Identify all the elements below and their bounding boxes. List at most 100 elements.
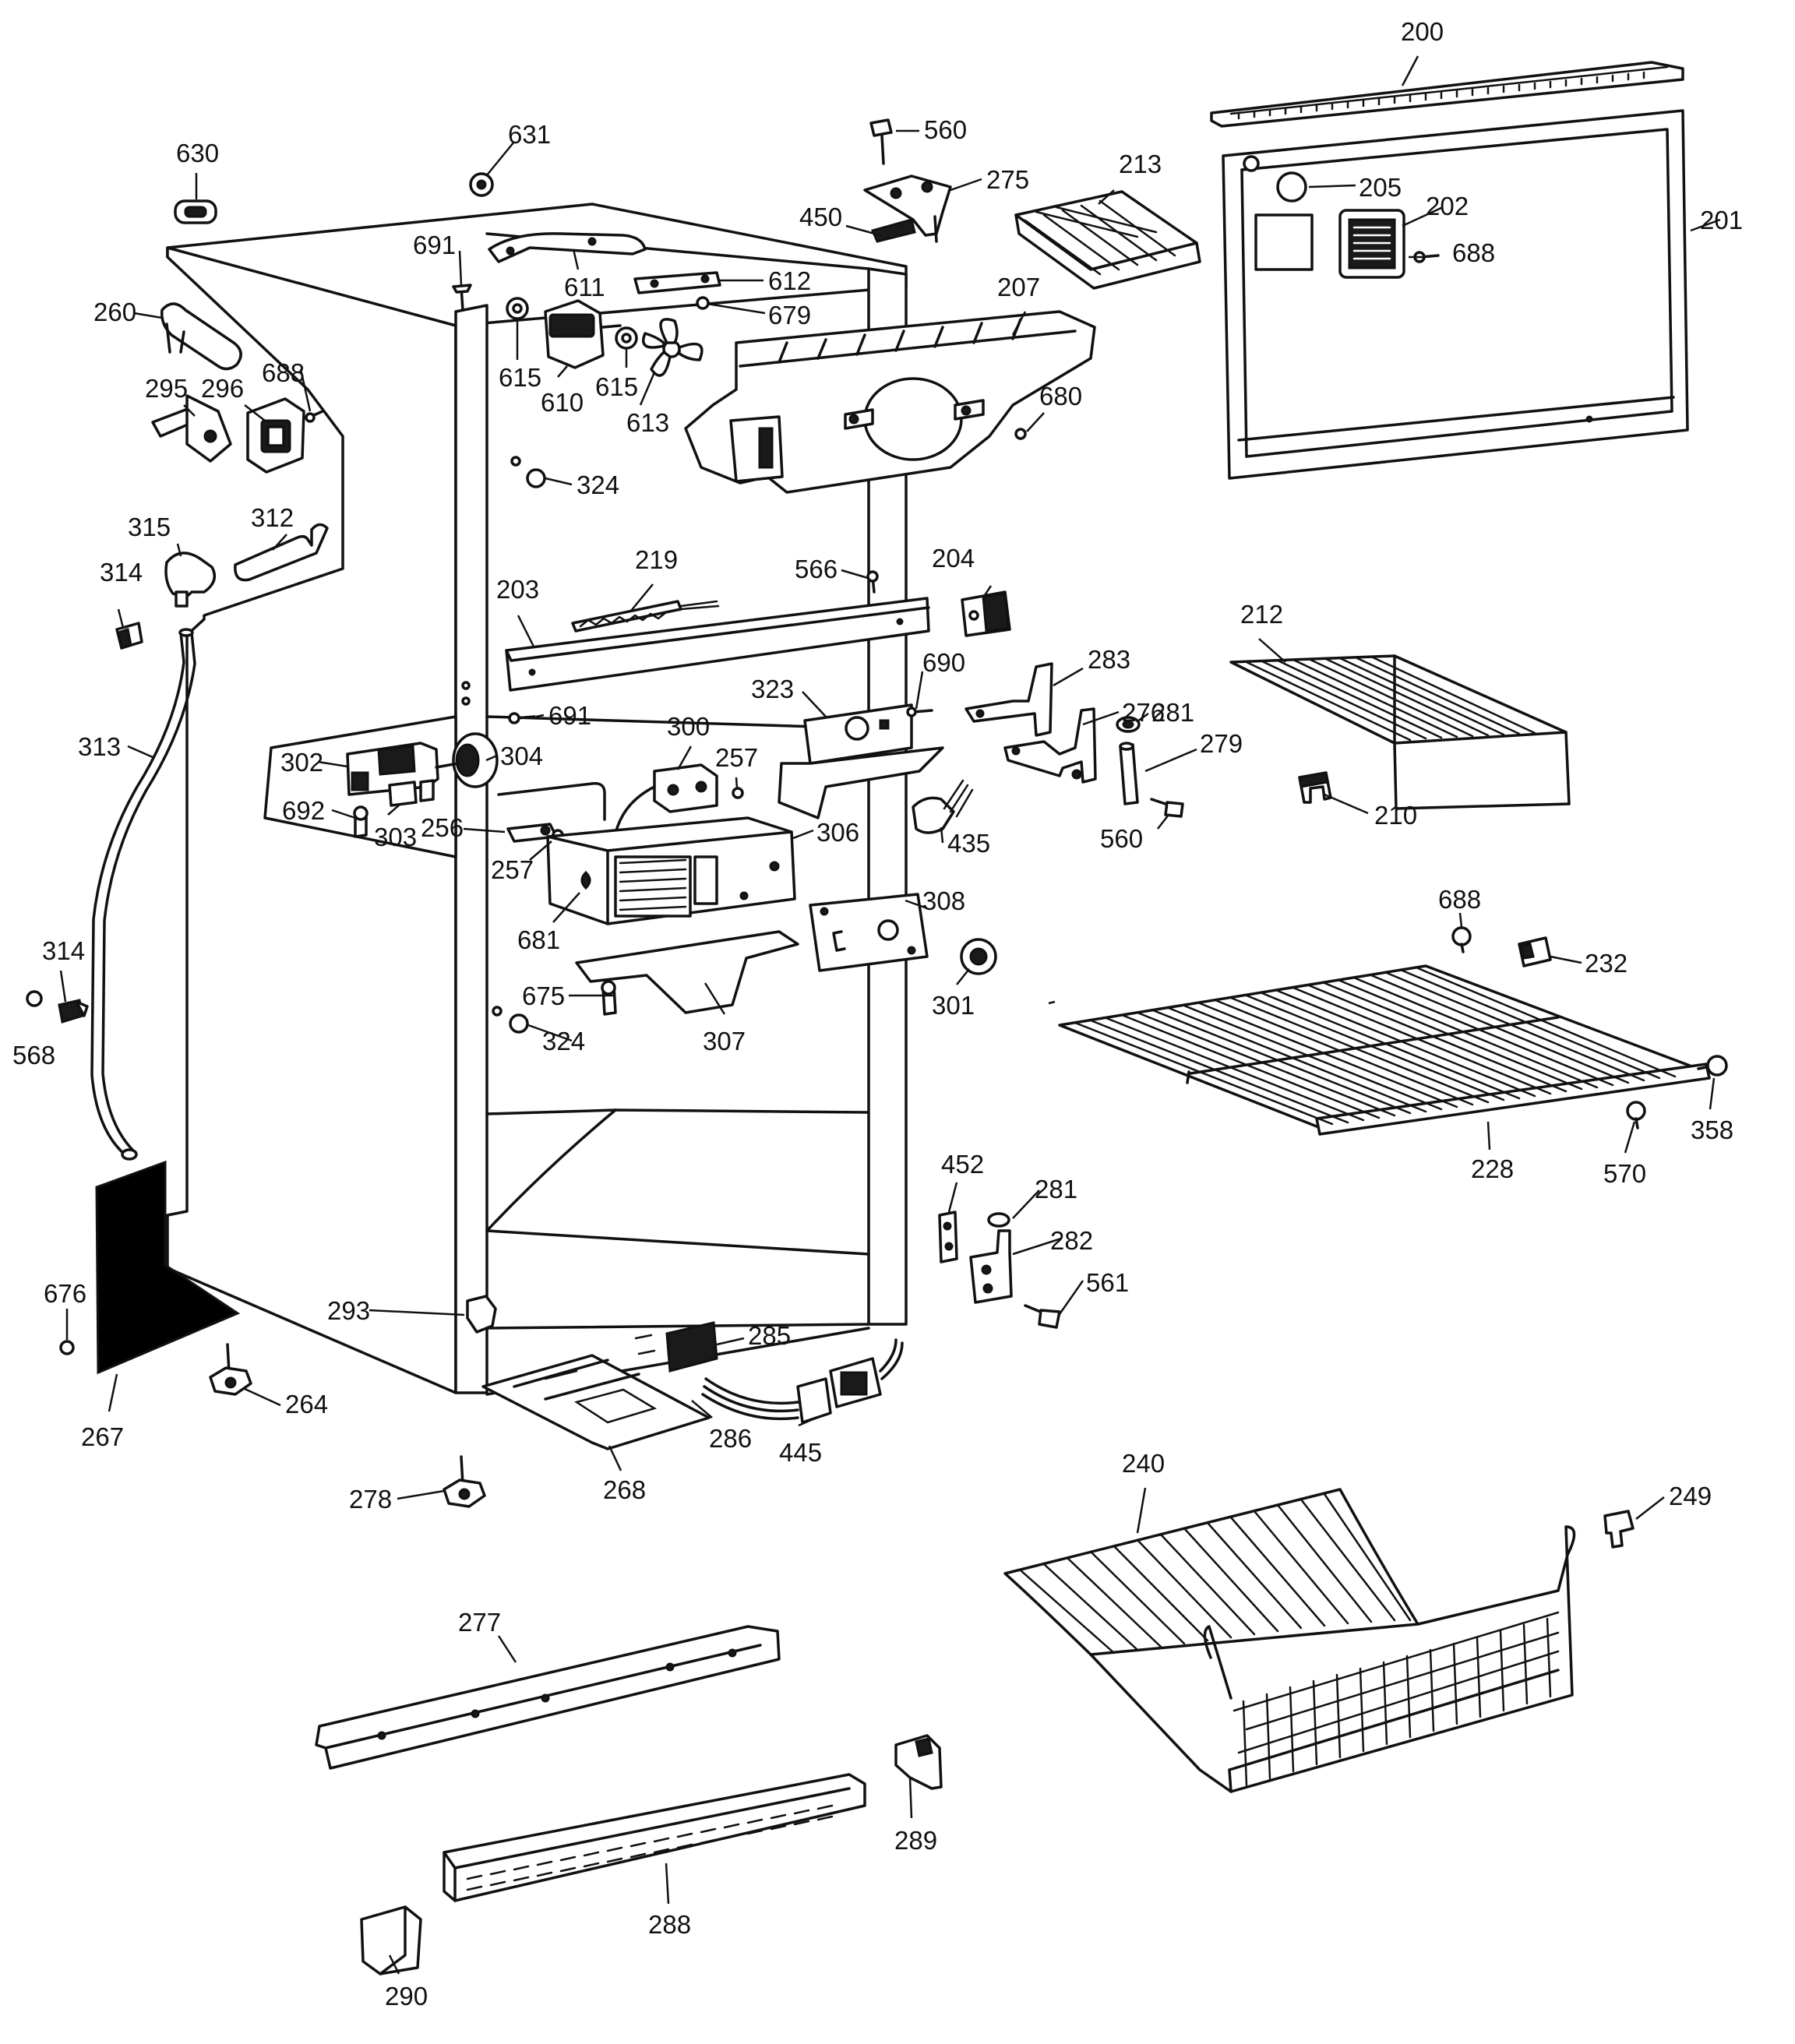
callout-315: 315: [128, 513, 171, 541]
control-rod: [497, 782, 606, 821]
callout-228: 228: [1471, 1154, 1514, 1183]
callout-314a: 314: [100, 558, 143, 587]
callout-256: 256: [421, 813, 464, 842]
callout-688b: 688: [1452, 238, 1495, 267]
callout-300: 300: [667, 712, 710, 741]
callout-615a: 615: [499, 363, 541, 392]
callout-202: 202: [1426, 192, 1469, 220]
callout-labels: 200 201 202 203 204 205 207 210 212 213 …: [12, 17, 1743, 2011]
part-207: [684, 310, 1096, 494]
callout-611: 611: [564, 273, 605, 301]
callout-268: 268: [603, 1475, 646, 1504]
callout-324a: 324: [577, 470, 619, 499]
callout-207: 207: [997, 273, 1040, 301]
part-680: [1014, 428, 1027, 440]
callout-257b: 257: [491, 855, 534, 884]
callout-290: 290: [385, 1982, 428, 2011]
callout-304: 304: [500, 742, 543, 770]
callout-249: 249: [1669, 1482, 1712, 1510]
callout-212: 212: [1240, 600, 1283, 629]
part-450: [870, 218, 916, 243]
callout-680: 680: [1039, 382, 1082, 411]
part-570: [1626, 1101, 1646, 1129]
part-306: [546, 816, 796, 925]
callout-323: 323: [751, 675, 794, 703]
part-312: [234, 523, 329, 582]
part-303: [388, 779, 435, 807]
part-308: [809, 893, 929, 972]
callout-276: 276: [1122, 698, 1165, 727]
callout-630: 630: [176, 139, 219, 167]
callout-306: 306: [816, 818, 859, 847]
callout-295: 295: [145, 374, 188, 403]
part-561: [1024, 1304, 1061, 1329]
part-613: [642, 318, 704, 377]
part-568: [26, 990, 43, 1007]
part-283: [965, 662, 1053, 737]
part-293: [466, 1295, 497, 1334]
part-219: [571, 600, 720, 633]
part-210: [1298, 771, 1332, 804]
callout-285: 285: [748, 1321, 791, 1350]
callout-314b: 314: [42, 936, 85, 965]
callout-257a: 257: [715, 743, 758, 772]
callout-560a: 560: [924, 115, 967, 144]
part-286: [701, 1377, 799, 1421]
callout-232: 232: [1585, 949, 1627, 978]
part-560-lower: [1150, 798, 1184, 818]
callout-568: 568: [12, 1041, 55, 1070]
callout-566: 566: [795, 555, 838, 583]
callout-240: 240: [1122, 1449, 1165, 1478]
callout-281b: 281: [1035, 1175, 1077, 1203]
part-615-right: [615, 326, 638, 350]
part-288: [443, 1773, 866, 1902]
callout-282: 282: [1050, 1226, 1093, 1255]
part-301: [960, 938, 997, 975]
callout-324b: 324: [542, 1027, 585, 1055]
callout-313: 313: [78, 732, 121, 761]
part-566: [866, 570, 879, 594]
part-307: [575, 930, 799, 1014]
part-276: [1003, 707, 1097, 784]
part-675: [601, 980, 617, 1016]
part-264: [209, 1343, 252, 1396]
callout-308: 308: [922, 886, 965, 915]
callout-200: 200: [1401, 17, 1444, 46]
callout-307: 307: [703, 1027, 746, 1055]
part-281-upper: [1116, 716, 1141, 733]
part-691-top: [452, 284, 472, 312]
part-296: [246, 397, 305, 474]
callout-260: 260: [93, 298, 136, 326]
part-260: [160, 302, 242, 371]
part-313: [90, 628, 196, 1161]
callout-452: 452: [941, 1150, 984, 1179]
part-290: [360, 1905, 422, 1975]
leader-lines: [59, 55, 1721, 1975]
callout-615b: 615: [595, 372, 638, 401]
callout-203: 203: [496, 575, 539, 604]
callout-560b: 560: [1100, 824, 1143, 853]
part-435: [912, 779, 974, 834]
callout-286: 286: [709, 1424, 752, 1453]
callout-264: 264: [285, 1390, 328, 1418]
part-249: [1603, 1510, 1635, 1549]
part-615-left: [506, 297, 529, 320]
part-631: [469, 172, 494, 197]
part-324-lower: [509, 1013, 529, 1034]
callout-267: 267: [81, 1422, 124, 1451]
part-315: [164, 552, 217, 608]
part-323: [778, 703, 944, 819]
callout-610: 610: [541, 388, 584, 417]
callout-275: 275: [986, 165, 1029, 194]
part-282: [969, 1229, 1013, 1304]
callout-679: 679: [768, 301, 811, 330]
part-611: [488, 232, 647, 263]
callout-213: 213: [1119, 150, 1162, 178]
callout-281a: 281: [1151, 698, 1194, 727]
callout-296: 296: [201, 374, 244, 403]
part-203: [505, 597, 930, 692]
callout-691a: 691: [413, 231, 456, 259]
part-295: [151, 394, 232, 463]
part-202: [1338, 209, 1405, 279]
